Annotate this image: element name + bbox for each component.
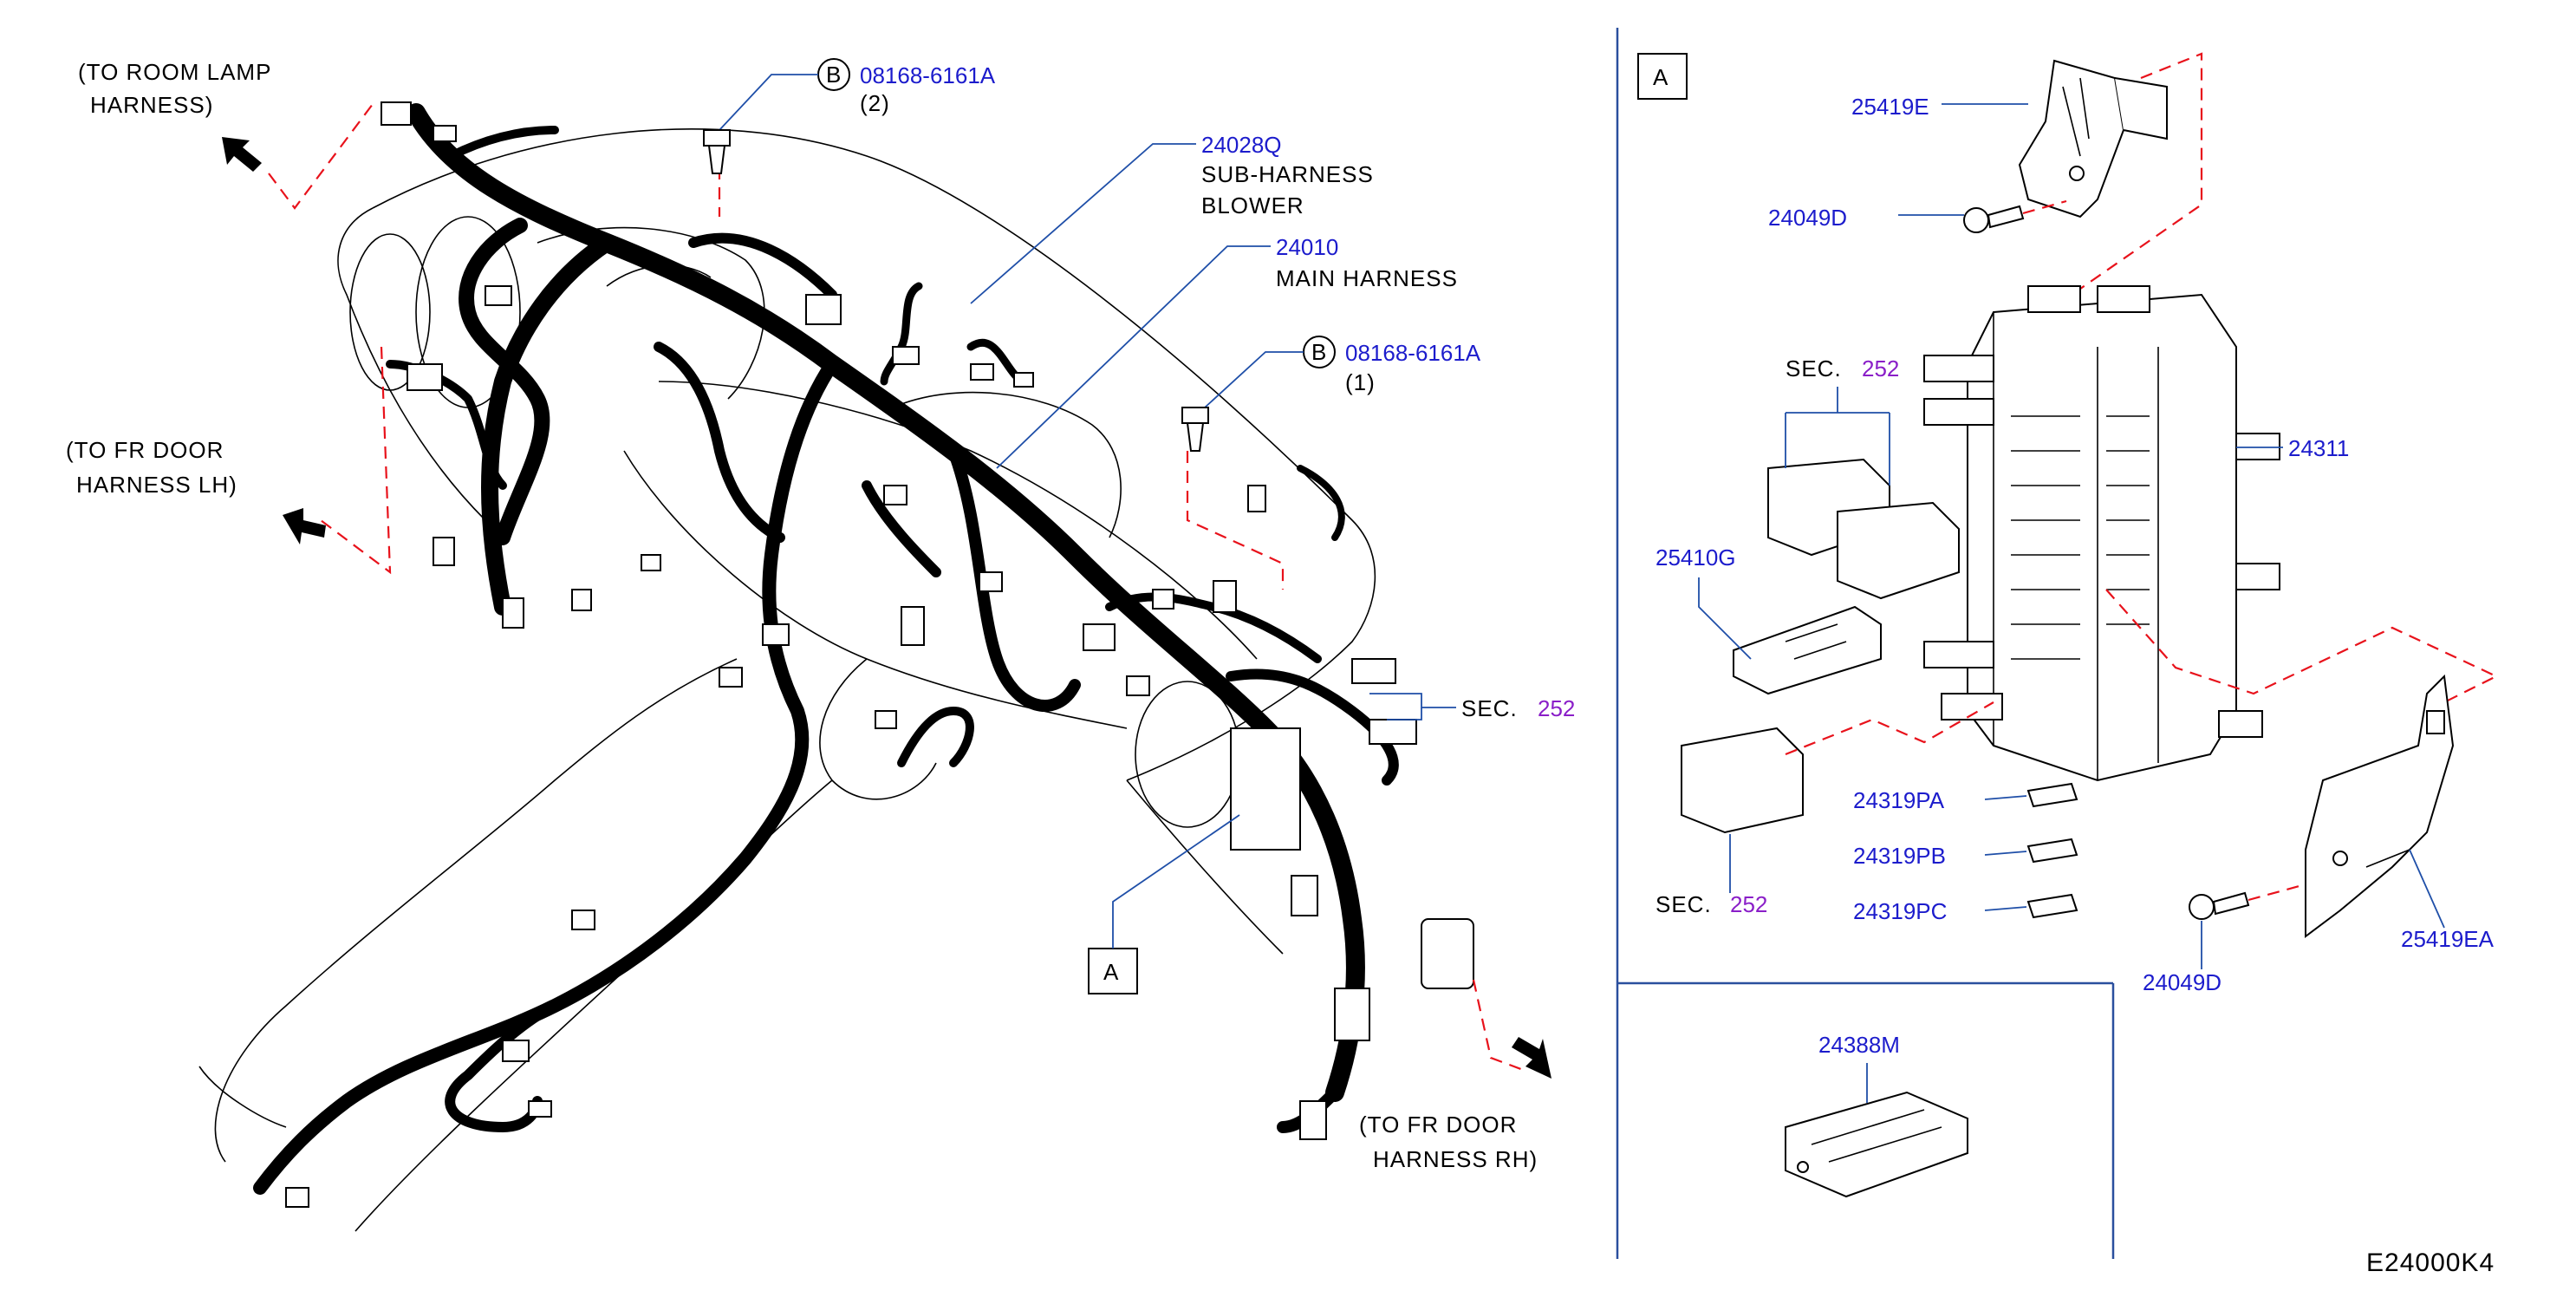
fr-door-lh-line1: (TO FR DOOR	[66, 437, 224, 463]
part-24388m: 24388M	[1818, 1032, 1900, 1058]
fr-door-rh-line1: (TO FR DOOR	[1359, 1112, 1517, 1138]
room-lamp-line2: HARNESS)	[90, 92, 213, 118]
part-25419ea: 25419EA	[2401, 926, 2495, 952]
room-lamp-line1: (TO ROOM LAMP	[78, 59, 271, 85]
callout-24049d-top: 24049D	[1768, 205, 1964, 231]
part-24049d-bottom: 24049D	[2143, 969, 2221, 995]
callout-main-harness: 24010 MAIN HARNESS	[996, 234, 1458, 469]
bracket-25419e	[2018, 52, 2203, 364]
screw-24049d-bottom	[2189, 883, 2306, 920]
main-harness-wire	[253, 103, 1399, 1195]
part-24049d-top: 24049D	[1768, 205, 1847, 231]
callout-sub-harness: 24028Q SUB-HARNESS BLOWER	[970, 132, 1374, 304]
callout-25410g: 25410G	[1656, 544, 1752, 660]
sub-harness-line1: SUB-HARNESS	[1201, 161, 1374, 187]
bolt-top-qty: (2)	[860, 90, 890, 116]
sub-harness-part-number: 24028Q	[1201, 132, 1282, 158]
sec-lower-label: SEC.	[1656, 891, 1712, 917]
arrow-icon	[1512, 1037, 1551, 1079]
callout-sec-main: SEC. 252	[1369, 693, 1575, 721]
callout-room-lamp: (TO ROOM LAMP HARNESS)	[78, 59, 271, 118]
relays-upper	[1767, 458, 1960, 600]
part-24319pa: 24319PA	[1853, 787, 1945, 813]
callout-24311: 24311	[2236, 435, 2349, 461]
detail-panel-frame	[1616, 28, 2115, 1259]
sec-lower-number: 252	[1730, 891, 1767, 917]
part-25410g: 25410G	[1656, 544, 1736, 571]
detail-a-title-text: A	[1653, 64, 1669, 90]
part-25419e: 25419E	[1851, 94, 1929, 120]
bolt-mid-qty: (1)	[1345, 369, 1376, 395]
callout-24319pa: 24319PA	[1853, 787, 2027, 813]
bolt-icon	[1181, 407, 1209, 424]
sec-main-number: 252	[1538, 695, 1575, 721]
callout-view-a: A	[1088, 814, 1240, 994]
clip-25410g	[1733, 605, 1882, 695]
fuses	[2026, 782, 2078, 919]
screw-24049d-top	[1963, 199, 2067, 233]
callout-bolt-top: B 08168-6161A (2)	[703, 58, 996, 174]
callout-25419ea: 25419EA	[2401, 849, 2495, 952]
callout-25419e: 25419E	[1851, 94, 2028, 120]
fr-door-rh-line2: HARNESS RH)	[1373, 1146, 1538, 1172]
bolt-top-circle-letter: B	[826, 62, 842, 88]
sec-upper-label: SEC.	[1786, 355, 1842, 381]
part-24311: 24311	[2288, 435, 2349, 461]
sec-main-label: SEC.	[1461, 695, 1518, 721]
callout-fr-door-lh: (TO FR DOOR HARNESS LH)	[66, 437, 237, 498]
callout-fr-door-rh: (TO FR DOOR HARNESS RH)	[1359, 1112, 1538, 1172]
detail-a-title: A	[1637, 53, 1688, 100]
part-24319pc: 24319PC	[1853, 898, 1947, 924]
sec-upper-number: 252	[1862, 355, 1899, 381]
harness-connectors	[285, 101, 1474, 1208]
main-harness-part-number: 24010	[1276, 234, 1338, 260]
callout-24319pc: 24319PC	[1853, 898, 2027, 924]
bolt-mid-circle-letter: B	[1311, 339, 1327, 365]
bolt-mid-part-number: 08168-6161A	[1345, 340, 1481, 366]
bolt-icon	[703, 129, 731, 147]
fr-door-lh-line2: HARNESS LH)	[76, 472, 237, 498]
relay-lower	[1681, 701, 1994, 834]
fuse-block-24311	[1923, 285, 2499, 782]
main-harness-line1: MAIN HARNESS	[1276, 265, 1458, 291]
sub-harness-line2: BLOWER	[1201, 192, 1304, 218]
callout-24049d-bottom: 24049D	[2143, 921, 2221, 995]
callout-24388m: 24388M	[1818, 1032, 1900, 1103]
bolt-top-part-number: 08168-6161A	[860, 62, 996, 88]
view-a-label: A	[1103, 959, 1119, 985]
dashboard-outline	[198, 127, 1376, 1232]
callout-bolt-mid: B 08168-6161A (1)	[1181, 336, 1481, 452]
diagram-code: E24000K4	[2366, 1249, 2495, 1277]
bracket-25419ea	[2305, 674, 2455, 938]
callout-sec-lower: SEC. 252	[1656, 834, 1767, 917]
arrow-icon	[222, 137, 262, 172]
part-24319pb: 24319PB	[1853, 843, 1946, 869]
callout-24319pb: 24319PB	[1853, 843, 2027, 869]
part-24388m-drawing	[1785, 1091, 1968, 1198]
direction-arrows	[222, 137, 1551, 1079]
arrow-icon	[283, 508, 326, 544]
callout-sec-upper: SEC. 252	[1785, 355, 1899, 486]
